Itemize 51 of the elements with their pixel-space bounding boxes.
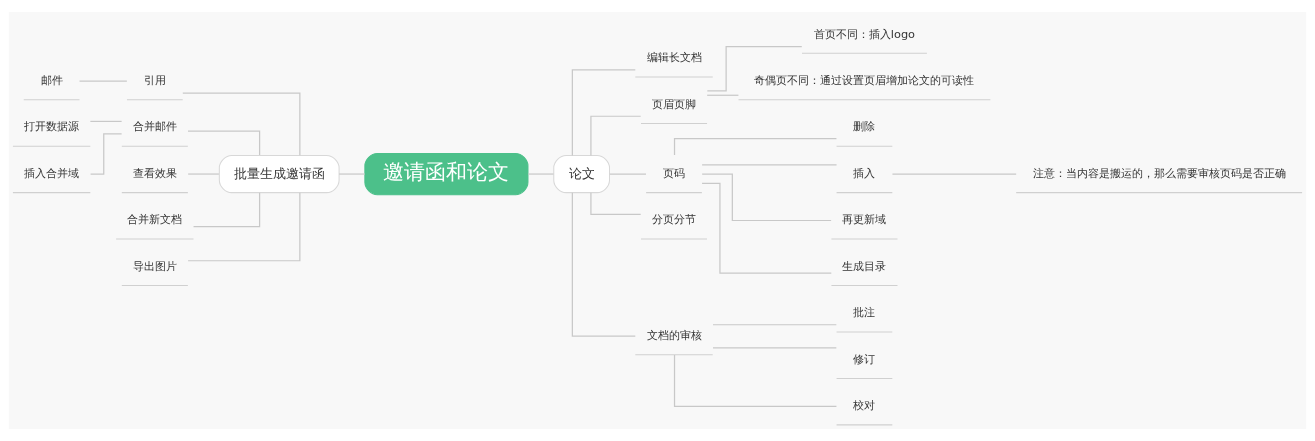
connector (712, 324, 837, 326)
connector (701, 173, 832, 222)
connector (182, 92, 301, 156)
connector (338, 173, 366, 175)
connector (891, 173, 1017, 175)
node-text: 奇偶页不同：通过设置页眉增加论文的可读性 (754, 73, 975, 88)
connector (527, 173, 555, 175)
node-text: 插入合并域 (24, 165, 80, 180)
connector (187, 130, 261, 156)
connector (571, 69, 636, 157)
node-text: 查看效果 (132, 165, 177, 180)
connector (701, 164, 838, 166)
connector (187, 192, 301, 262)
connector (89, 133, 123, 175)
connector (192, 192, 261, 228)
node-text: 合并邮件 (132, 119, 177, 134)
node-text: 导出图片 (132, 258, 177, 273)
connector (89, 120, 123, 123)
node-text: 校对 (853, 398, 876, 413)
connector (701, 182, 832, 274)
node-text: 生成目录 (842, 258, 887, 273)
node-text: 再更新域 (842, 212, 887, 227)
connector (673, 354, 838, 407)
node-text: 合并新文档 (127, 212, 183, 227)
node-box: 邀请函和论文 (364, 152, 529, 196)
node-text: 删除 (853, 119, 876, 134)
node-text: 修订 (853, 351, 876, 366)
node-text: 编辑长文档 (646, 50, 702, 65)
node-text: 打开数据源 (24, 119, 80, 134)
node-text: 首页不同：插入logo (813, 26, 916, 41)
node-text: 页码 (663, 165, 686, 180)
node-text: 引用 (143, 73, 166, 88)
node-text: 邮件 (40, 73, 63, 88)
connector (673, 138, 838, 156)
node-text: 插入 (853, 165, 876, 180)
node-text: 页眉页脚 (652, 96, 697, 111)
node-text: 注意：当内容是搬运的，那么需要审核页码是否正确 (1032, 165, 1286, 180)
connector (571, 192, 636, 337)
connector (609, 173, 647, 175)
node-text: 文档的审核 (646, 327, 702, 342)
node-text: 批注 (853, 305, 876, 320)
node-box: 批量生成邀请函 (218, 154, 340, 194)
connector (706, 45, 803, 92)
node-box: 论文 (553, 154, 610, 194)
node-text: 分页分节 (652, 212, 697, 227)
connector (590, 115, 642, 157)
connector (78, 80, 128, 82)
connector (712, 347, 837, 349)
connector (590, 192, 642, 215)
connector (706, 94, 740, 96)
connector (187, 173, 220, 175)
